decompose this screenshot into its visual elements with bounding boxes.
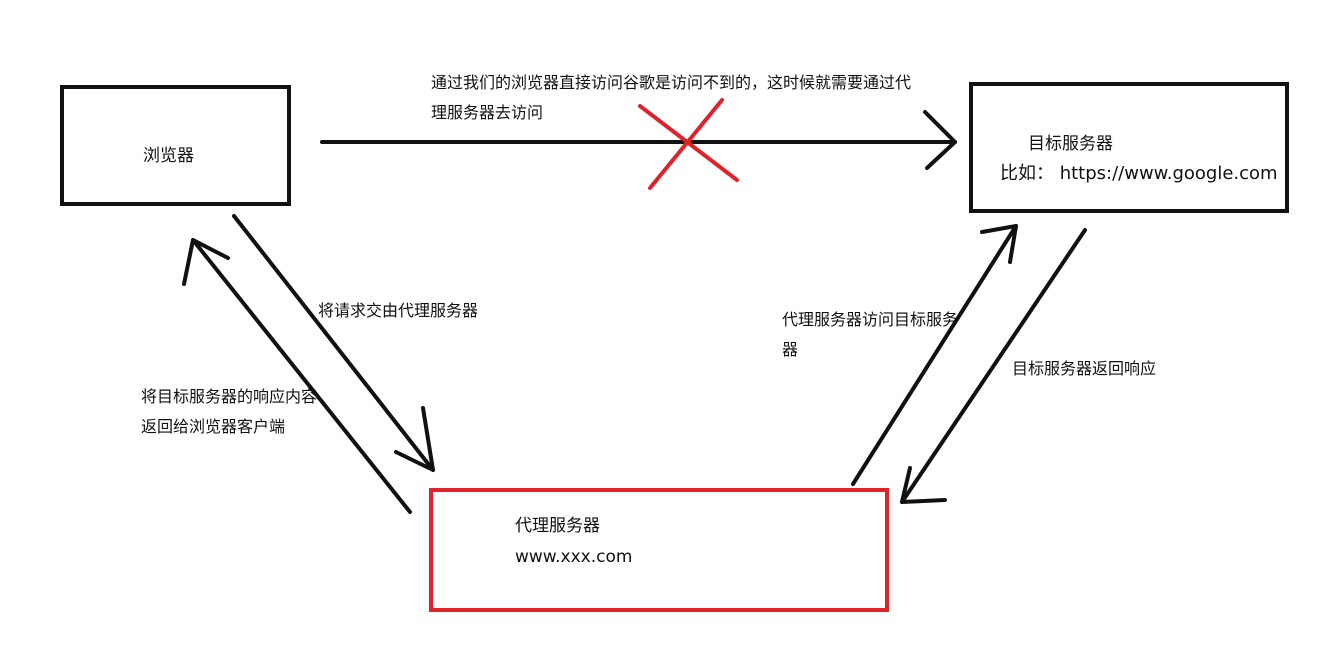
- target-server-node: [969, 82, 1289, 213]
- direct-arrow: [320, 110, 957, 170]
- arrow-browser-to-proxy: [232, 214, 435, 472]
- target-server-label: 目标服务器: [1028, 134, 1113, 154]
- blocked-cross-icon: [638, 98, 739, 190]
- direct-access-note: 通过我们的浏览器直接访问谷歌是访问不到的，这时候就需要通过代理服务器去访问: [431, 73, 912, 122]
- browser-label: 浏览器: [143, 146, 194, 166]
- browser-node: [60, 85, 291, 206]
- proxy-to-target-note: 代理服务器访问目标服务器: [782, 310, 959, 359]
- proxy-server-label: 代理服务器: [515, 516, 600, 536]
- target-server-example: 比如： https://www.google.com: [1000, 163, 1278, 184]
- arrow-proxy-to-target: [851, 224, 1018, 486]
- target-to-proxy-note: 目标服务器返回响应: [1012, 359, 1157, 378]
- proxy-server-node: [429, 488, 889, 612]
- arrow-proxy-to-browser: [182, 238, 412, 514]
- arrow-target-to-proxy: [900, 228, 1087, 504]
- proxy-to-browser-note: 将目标服务器的响应内容返回给浏览器客户端: [141, 387, 318, 436]
- browser-to-proxy-note: 将请求交由代理服务器: [318, 301, 479, 320]
- proxy-server-url: www.xxx.com: [515, 547, 633, 567]
